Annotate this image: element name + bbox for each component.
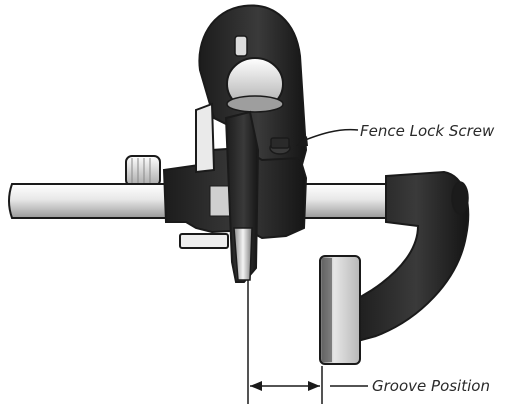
fence xyxy=(319,170,470,365)
fence-lock-screw xyxy=(269,137,291,155)
depth-knob xyxy=(226,57,284,113)
groove-position-label: Groove Position xyxy=(372,377,490,395)
cutter-blade xyxy=(224,110,260,283)
fence-lock-screw-callout: Fence Lock Screw xyxy=(296,122,495,146)
depth-stop-bracket xyxy=(179,102,229,249)
fence-lock-screw-label: Fence Lock Screw xyxy=(360,122,495,140)
groove-position-dimension: Groove Position xyxy=(247,280,490,404)
side-knob xyxy=(125,155,161,187)
